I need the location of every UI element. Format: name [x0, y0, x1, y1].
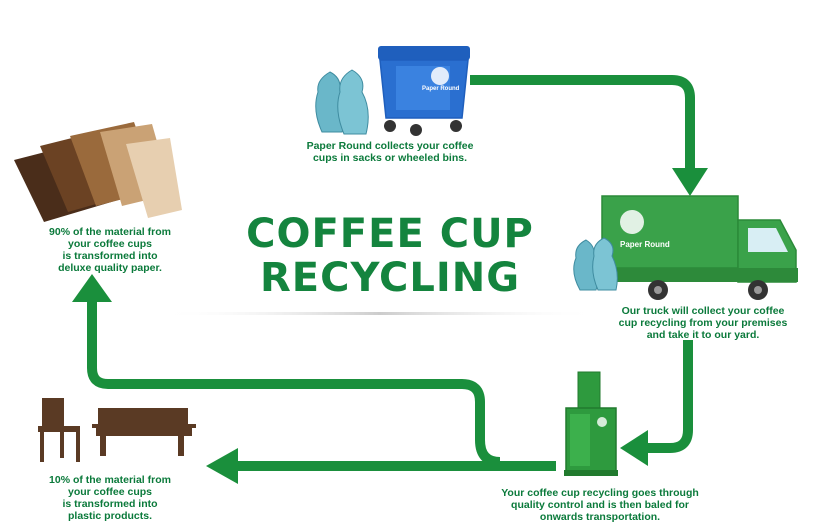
caption-bale: Your coffee cup recycling goes through q… — [501, 487, 699, 523]
wheelie-bin-icon — [378, 46, 470, 136]
arrow-truck-to-baler — [640, 340, 693, 453]
brand-label-bin: Paper Round — [422, 86, 460, 92]
brand-logo-icon — [620, 210, 644, 234]
arrow-bin-to-truck — [470, 75, 695, 172]
arrow-head-down — [672, 168, 708, 196]
sack-icon — [315, 69, 369, 135]
paper-sheets-icon — [14, 122, 182, 222]
flow-arrows — [87, 75, 695, 471]
caption-truck: Our truck will collect your coffee cup r… — [618, 305, 788, 341]
caption-paper: 90% of the material from your coffee cup… — [49, 226, 171, 274]
truck-icon — [598, 195, 798, 300]
arrow-head-left-plastic — [206, 448, 238, 484]
sack-icon — [573, 237, 618, 291]
baler-icon — [564, 371, 618, 476]
brand-logo-icon — [431, 67, 449, 85]
arrow-baler-to-paper — [87, 300, 501, 467]
caption-collect: Paper Round collects your coffee cups in… — [306, 140, 474, 164]
title-divider — [160, 312, 600, 315]
title-line-2: RECYCLING — [259, 255, 521, 301]
arrow-head-left-baler — [620, 430, 648, 466]
chair-icon — [38, 398, 80, 462]
brand-label-truck: Paper Round — [620, 240, 670, 249]
title-line-1: COFFEE CUP — [246, 211, 534, 257]
arrow-heads — [72, 168, 708, 484]
caption-plastic: 10% of the material from your coffee cup… — [49, 474, 171, 522]
bench-icon — [92, 408, 196, 456]
brand-logo-icon — [597, 417, 607, 427]
arrow-head-up — [72, 274, 112, 302]
